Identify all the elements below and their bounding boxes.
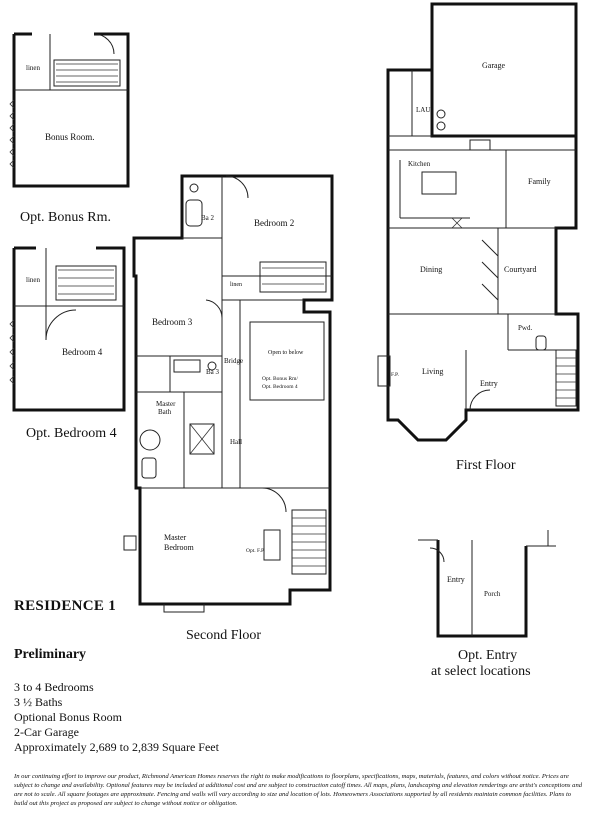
opt-entry-caption-sub: at select locations <box>431 664 531 679</box>
laundry-label: LAU. <box>416 106 432 114</box>
entry-label: Entry <box>480 379 498 388</box>
opt-entry-plan: Entry Porch <box>418 530 556 638</box>
family-label: Family <box>528 177 551 186</box>
courtyard-label: Courtyard <box>504 265 536 274</box>
feature-item: 3 ½ Baths <box>14 695 63 709</box>
first-floor-caption: First Floor <box>456 458 516 473</box>
linen-label: linen <box>26 276 40 284</box>
first-floor-plan: Garage LAU. Kitchen Family Dining Courty… <box>377 2 580 442</box>
feature-item: Optional Bonus Room <box>14 710 123 724</box>
master-bedroom-label-1: Master <box>164 533 187 542</box>
residence-title: RESIDENCE 1 <box>14 598 117 614</box>
powder-room-label: Pwd. <box>518 324 532 332</box>
opt-bonus-label-2: Opt. Bedroom 4 <box>262 384 298 390</box>
bonus-room-label: Bonus Room. <box>45 132 95 142</box>
garage-label: Garage <box>482 61 506 70</box>
hall-label: Hall <box>230 438 242 446</box>
porch-label: Porch <box>484 590 501 598</box>
fireplace-label: F.P. <box>391 372 399 378</box>
feature-item: 3 to 4 Bedrooms <box>14 680 94 694</box>
ba3-label: Ba 3 <box>206 368 220 376</box>
master-bath-label-1: Master <box>156 400 176 408</box>
kitchen-label: Kitchen <box>408 160 431 168</box>
master-bedroom-label-2: Bedroom <box>164 543 195 552</box>
opt-bonus-room-caption: Opt. Bonus Rm. <box>20 210 112 225</box>
disclaimer-text: In our continuing effort to improve our … <box>14 773 583 807</box>
feature-item: Approximately 2,689 to 2,839 Square Feet <box>14 740 219 754</box>
dining-label: Dining <box>420 265 442 274</box>
bridge-label: Bridge <box>224 357 243 365</box>
opt-entry-caption: Opt. Entry <box>458 648 518 663</box>
opt-bedroom4-plan: linen Bedroom 4 <box>9 246 126 412</box>
opt-bonus-room-plan: linen Bonus Room. <box>9 32 130 188</box>
preliminary-label: Preliminary <box>14 647 87 662</box>
opt-bedroom4-caption: Opt. Bedroom 4 <box>26 426 117 441</box>
ba2-label: Ba 2 <box>201 214 215 222</box>
linen-label: linen <box>230 282 242 288</box>
second-floor-plan: Ba 2 Bedroom 2 linen Bedroom 3 Open to b… <box>123 174 334 613</box>
opt-entry-label: Entry <box>447 575 465 584</box>
second-floor-caption: Second Floor <box>186 628 262 643</box>
linen-label: linen <box>26 64 40 72</box>
bedroom2-label: Bedroom 2 <box>254 218 294 228</box>
feature-list: 3 to 4 Bedrooms 3 ½ Baths Optional Bonus… <box>14 680 219 755</box>
master-bath-label-2: Bath <box>158 408 172 416</box>
opt-bonus-label-1: Opt. Bonus Rm/ <box>262 376 298 382</box>
open-to-below-label: Open to below <box>268 350 304 356</box>
opt-fireplace-label: Opt. F.P. <box>246 548 265 554</box>
bedroom3-label: Bedroom 3 <box>152 317 193 327</box>
living-label: Living <box>422 367 443 376</box>
feature-item: 2-Car Garage <box>14 725 79 739</box>
bedroom4-label: Bedroom 4 <box>62 347 103 357</box>
